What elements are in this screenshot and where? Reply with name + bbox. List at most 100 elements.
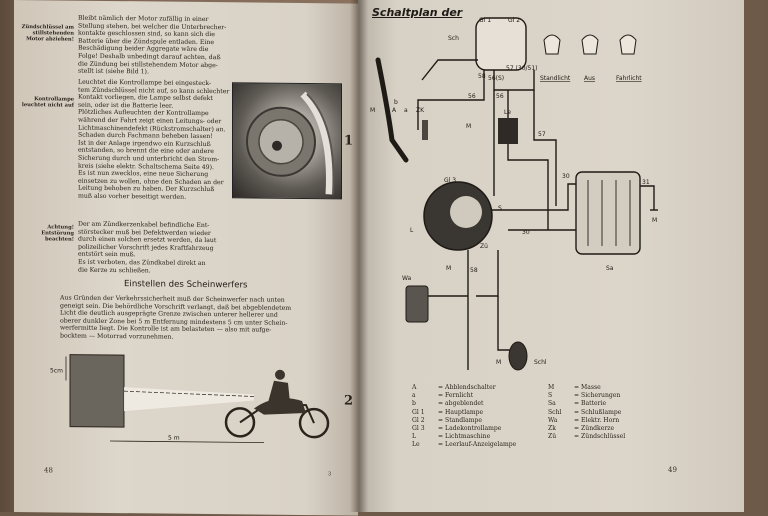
legend-value: = Standlampe bbox=[438, 416, 482, 424]
motorcycle-rider bbox=[224, 369, 330, 439]
dimension-5cm: 5cm bbox=[50, 367, 63, 374]
book-gutter bbox=[350, 0, 368, 512]
para4-line: bocktem — Motorrad vorzunehmen. bbox=[60, 332, 174, 341]
paragraph-4: Aus Gründen der Verkehrssicherheit muß d… bbox=[60, 294, 348, 343]
legend-entry: Le= Leerlauf-Anzeigelampe bbox=[412, 441, 562, 449]
label-s: S bbox=[498, 205, 502, 212]
label-le: Le bbox=[504, 109, 511, 116]
label-57-30-51: 57 (30/51) bbox=[506, 65, 538, 72]
label-58b: 58 bbox=[470, 267, 478, 274]
label-m3: M bbox=[446, 265, 451, 272]
para3-line: die Kerze zu schließen. bbox=[78, 266, 151, 274]
label-gl1: Gl 1 bbox=[479, 17, 491, 24]
legend-entry: a= Fernlicht bbox=[412, 392, 562, 400]
legend-value: = Sicherungen bbox=[574, 392, 621, 400]
side-note-1: Zündschlüssel am stillstehenden Motor ab… bbox=[21, 24, 74, 44]
legend-value: = Masse bbox=[574, 384, 601, 391]
page-title: Schaltplan der bbox=[372, 6, 463, 19]
engine-photo-graphic bbox=[246, 91, 335, 195]
label-30a: 30 bbox=[522, 229, 530, 236]
label-m5: M bbox=[370, 107, 375, 114]
legend-entry: Wa = Elektr. Horn bbox=[548, 417, 698, 425]
label-fahrlicht: Fahrlicht bbox=[616, 75, 642, 82]
legend-value: = abgeblendet bbox=[438, 400, 484, 408]
label-schl: Schl bbox=[534, 359, 547, 366]
legend-value: = Batterie bbox=[574, 400, 607, 408]
legend-entry: A = Abblendschalter bbox=[412, 384, 562, 392]
label-56a: 56 bbox=[496, 93, 504, 100]
legend-entry: Gl 1= Hauptlampe bbox=[412, 409, 562, 417]
label-m1: M bbox=[466, 123, 471, 130]
label-b: b bbox=[394, 99, 398, 106]
legend-value: = Hauptlampe bbox=[438, 408, 484, 416]
label-56s: 56(S) bbox=[488, 75, 504, 82]
label-31: 31 bbox=[642, 179, 650, 186]
legend-value: = Zündschlüssel bbox=[574, 433, 626, 441]
legend-entry: Gl 2 = Standlampe bbox=[412, 417, 562, 425]
legend-value: = Lichtmaschine bbox=[438, 433, 491, 441]
legend-value: = Schlußlampe bbox=[574, 408, 622, 416]
legend-key: S bbox=[548, 392, 553, 400]
label-56b: 56 bbox=[468, 93, 476, 100]
legend-key: Zk bbox=[548, 425, 556, 433]
legend-entry: Gl 3 = Ladekontrollampe bbox=[412, 425, 562, 433]
label-58: 58 bbox=[478, 73, 486, 80]
legend-key: Schl bbox=[548, 408, 562, 416]
para1-line: stellt ist (siehe Bild 1). bbox=[78, 67, 149, 76]
side-note-3: Achtung! Entstörung beachten! bbox=[41, 224, 74, 244]
label-30b: 30 bbox=[562, 173, 570, 180]
label-zk: ZK bbox=[416, 107, 425, 114]
legend-key: Zü bbox=[548, 433, 557, 441]
signature-mark: 3 bbox=[328, 471, 332, 478]
label-l: L bbox=[410, 227, 414, 234]
legend-entry: S = Sicherungen bbox=[548, 392, 698, 400]
label-m2: M bbox=[652, 217, 657, 224]
page-number-49: 49 bbox=[668, 466, 677, 474]
legend-key: Gl 2 bbox=[412, 416, 425, 424]
legend-entry: Sa = Batterie bbox=[548, 400, 698, 408]
para2-line: muß also vorher beseitigt werden. bbox=[78, 192, 187, 201]
legend-key: M bbox=[548, 384, 555, 391]
wall-target bbox=[69, 354, 125, 428]
legend-entry: L = Lichtmaschine bbox=[412, 433, 562, 441]
paragraph-1: Bleibt nämlich der Motor zufällig in ein… bbox=[78, 15, 248, 78]
headlight-adjustment-drawing: 5cm 5 m bbox=[50, 354, 330, 444]
legend-key: A bbox=[412, 384, 417, 391]
label-sa: Sa bbox=[606, 265, 614, 272]
side-note-2: Kontrollampe leuchtet nicht auf bbox=[21, 96, 74, 109]
wiring-diagram: Sch Gl 1 Gl 2 58 56 56 57 (30/51) 56(S) … bbox=[370, 17, 658, 371]
legend-value: = Ladekontrollampe bbox=[438, 425, 502, 433]
legend-key: Sa bbox=[548, 400, 556, 408]
tail-lamp bbox=[508, 341, 528, 371]
legend-key: L bbox=[412, 433, 417, 441]
legend-value: = Elektr. Horn bbox=[574, 416, 620, 424]
legend-key: Gl 3 bbox=[412, 425, 425, 433]
label-gl3: Gl 3 bbox=[444, 177, 456, 184]
section-heading: Einstellen des Scheinwerfers bbox=[124, 279, 248, 291]
label-m4: M bbox=[496, 359, 501, 366]
horn bbox=[405, 285, 429, 323]
label-sch: Sch bbox=[448, 35, 459, 42]
legend-entry: Schl = Schlußlampe bbox=[548, 409, 698, 417]
label-wa: Wa bbox=[402, 275, 412, 282]
left-page: Zündschlüssel am stillstehenden Motor ab… bbox=[14, 0, 358, 516]
legend-entry: Zü = Zündschlüssel bbox=[548, 433, 698, 441]
page-number-48: 48 bbox=[44, 466, 53, 475]
legend-key: Wa bbox=[548, 416, 558, 424]
legend-entry: Zk= Zündkerze bbox=[548, 425, 698, 433]
label-57: 57 bbox=[538, 131, 546, 138]
legend-key: b bbox=[412, 400, 416, 408]
dimension-5m: 5 m bbox=[168, 435, 180, 442]
engine-photo bbox=[232, 82, 342, 200]
right-page: Schaltplan der bbox=[358, 0, 744, 512]
label-gl2: Gl 2 bbox=[508, 17, 520, 24]
label-standlicht: Standlicht bbox=[540, 75, 571, 82]
legend-value: = Fernlicht bbox=[438, 392, 474, 400]
paragraph-3: Der am Zündkerzenkabel befindliche Ent-s… bbox=[78, 221, 248, 276]
label-aus: Aus bbox=[584, 75, 595, 82]
legend-value: = Abblendschalter bbox=[438, 384, 496, 391]
paragraph-2: Leuchtet die Kontrollampe bei eingesteck… bbox=[78, 79, 248, 202]
label-a: A bbox=[392, 107, 397, 114]
